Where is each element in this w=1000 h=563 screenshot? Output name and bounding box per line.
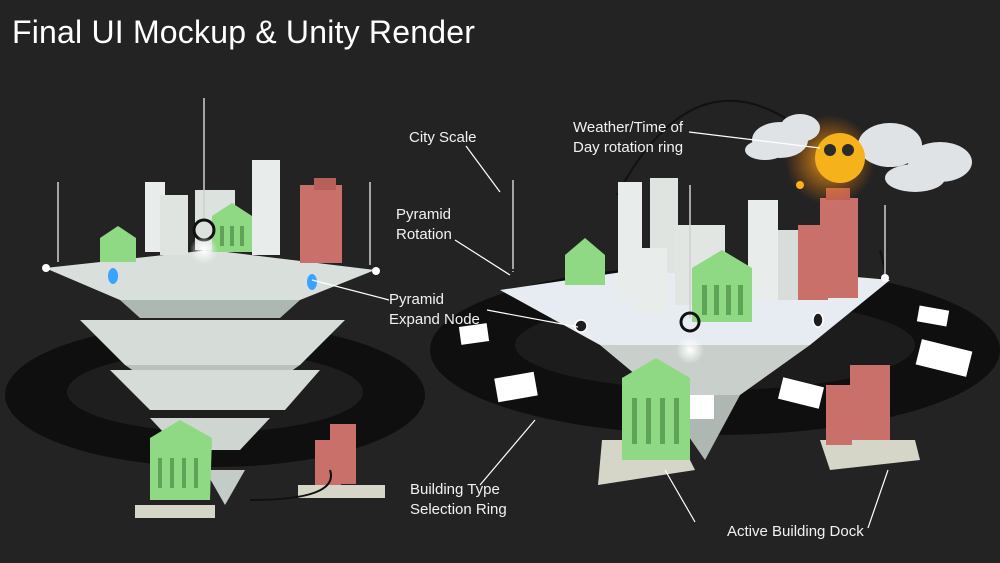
sun-icon: [815, 133, 865, 183]
right-city-render: [430, 99, 1000, 485]
label-building-type-ring: Building Type Selection Ring: [410, 481, 507, 518]
building-type-icon: [458, 305, 973, 419]
label-pyramid-expand-node: Pyramid Expand Node: [389, 291, 480, 328]
annotation-leader-lines: [311, 131, 889, 529]
label-weather-ring: Weather/Time of Day rotation ring: [573, 119, 684, 156]
active-building-dock: [598, 358, 920, 485]
label-active-building-dock: Active Building Dock: [727, 523, 864, 540]
label-pyramid-rotation: Pyramid Rotation: [396, 206, 452, 243]
label-city-scale: City Scale: [409, 129, 477, 146]
left-city-render: [5, 98, 425, 518]
cloud-icon: [745, 114, 972, 192]
slide-title: Final UI Mockup & Unity Render: [12, 14, 476, 50]
